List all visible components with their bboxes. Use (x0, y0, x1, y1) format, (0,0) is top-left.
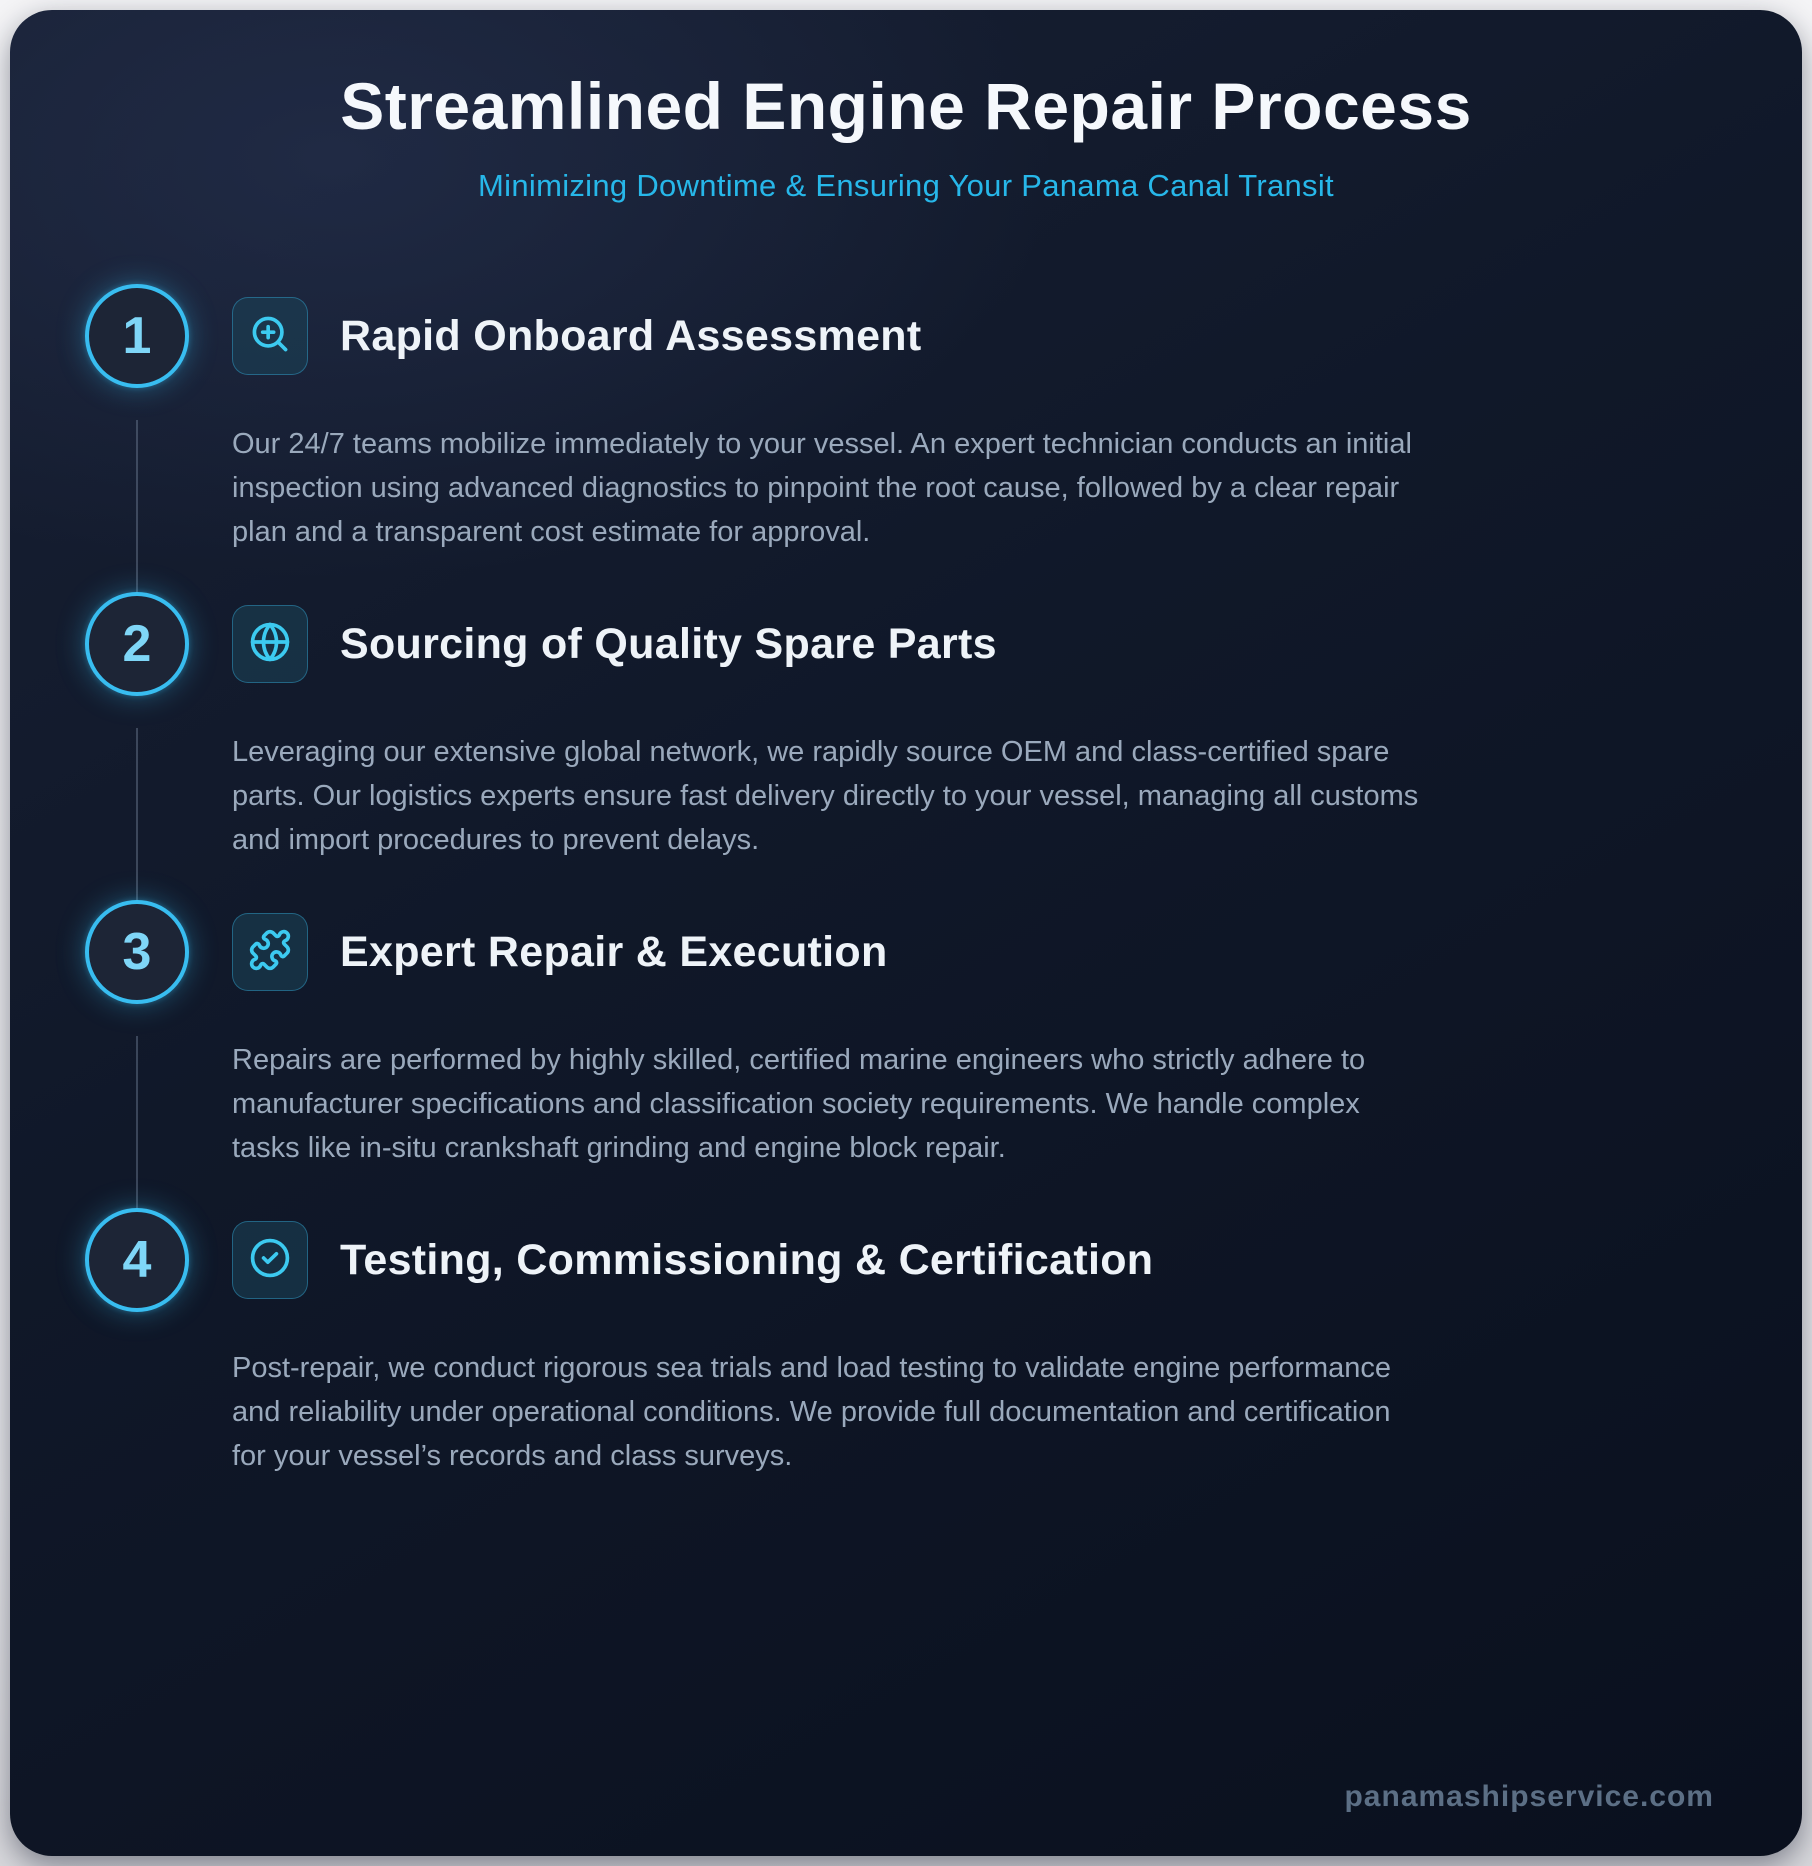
step-2-number-badge: 2 (85, 592, 189, 696)
step-number: 1 (122, 307, 152, 365)
step-2: 2 Sourcing of Quality Spare Parts Levera… (85, 592, 1717, 972)
page-title: Streamlined Engine Repair Process (340, 69, 1472, 143)
step-title: Sourcing of Quality Spare Parts (340, 619, 997, 668)
puzzle-icon (248, 928, 292, 977)
step-number: 2 (122, 615, 152, 673)
step-title: Expert Repair & Execution (340, 927, 888, 976)
infographic-card: Streamlined Engine Repair Process Minimi… (10, 10, 1802, 1856)
step-title: Testing, Commissioning & Certification (340, 1235, 1154, 1284)
step-3-header: 3 Expert Repair & Execution (85, 900, 1717, 1004)
step-number: 4 (122, 1231, 152, 1289)
step-4-number-badge: 4 (85, 1208, 189, 1312)
step-3-icon-tile (232, 913, 308, 991)
step-3: 3 Expert Repair & Execution Repairs are … (85, 900, 1717, 1280)
step-description: Post-repair, we conduct rigorous sea tri… (232, 1352, 1392, 1472)
step-1-number-badge: 1 (85, 284, 189, 388)
step-3-number-badge: 3 (85, 900, 189, 1004)
step-1-icon-tile (232, 297, 308, 375)
step-4: 4 Testing, Commissioning & Certification… (85, 1208, 1717, 1516)
zoom-in-icon (248, 312, 292, 361)
step-4-icon-tile (232, 1221, 308, 1299)
check-circle-icon (248, 1236, 292, 1285)
step-title: Rapid Onboard Assessment (340, 311, 922, 360)
step-description: Our 24/7 teams mobilize immediately to y… (232, 428, 1412, 548)
step-2-header: 2 Sourcing of Quality Spare Parts (85, 592, 1717, 696)
step-description: Repairs are performed by highly skilled,… (232, 1044, 1366, 1164)
process-steps: 1 Rapid Onboard Assessment Our 24/7 team… (10, 284, 1802, 1516)
step-description: Leveraging our extensive global network,… (232, 736, 1419, 856)
header: Streamlined Engine Repair Process Minimi… (10, 10, 1802, 204)
page-subtitle: Minimizing Downtime & Ensuring Your Pana… (478, 168, 1334, 203)
globe-icon (248, 620, 292, 669)
step-4-header: 4 Testing, Commissioning & Certification (85, 1208, 1717, 1312)
step-2-icon-tile (232, 605, 308, 683)
step-number: 3 (122, 923, 152, 981)
website-url: panamashipservice.com (1344, 1780, 1714, 1813)
step-1-header: 1 Rapid Onboard Assessment (85, 284, 1717, 388)
step-1: 1 Rapid Onboard Assessment Our 24/7 team… (85, 284, 1717, 664)
